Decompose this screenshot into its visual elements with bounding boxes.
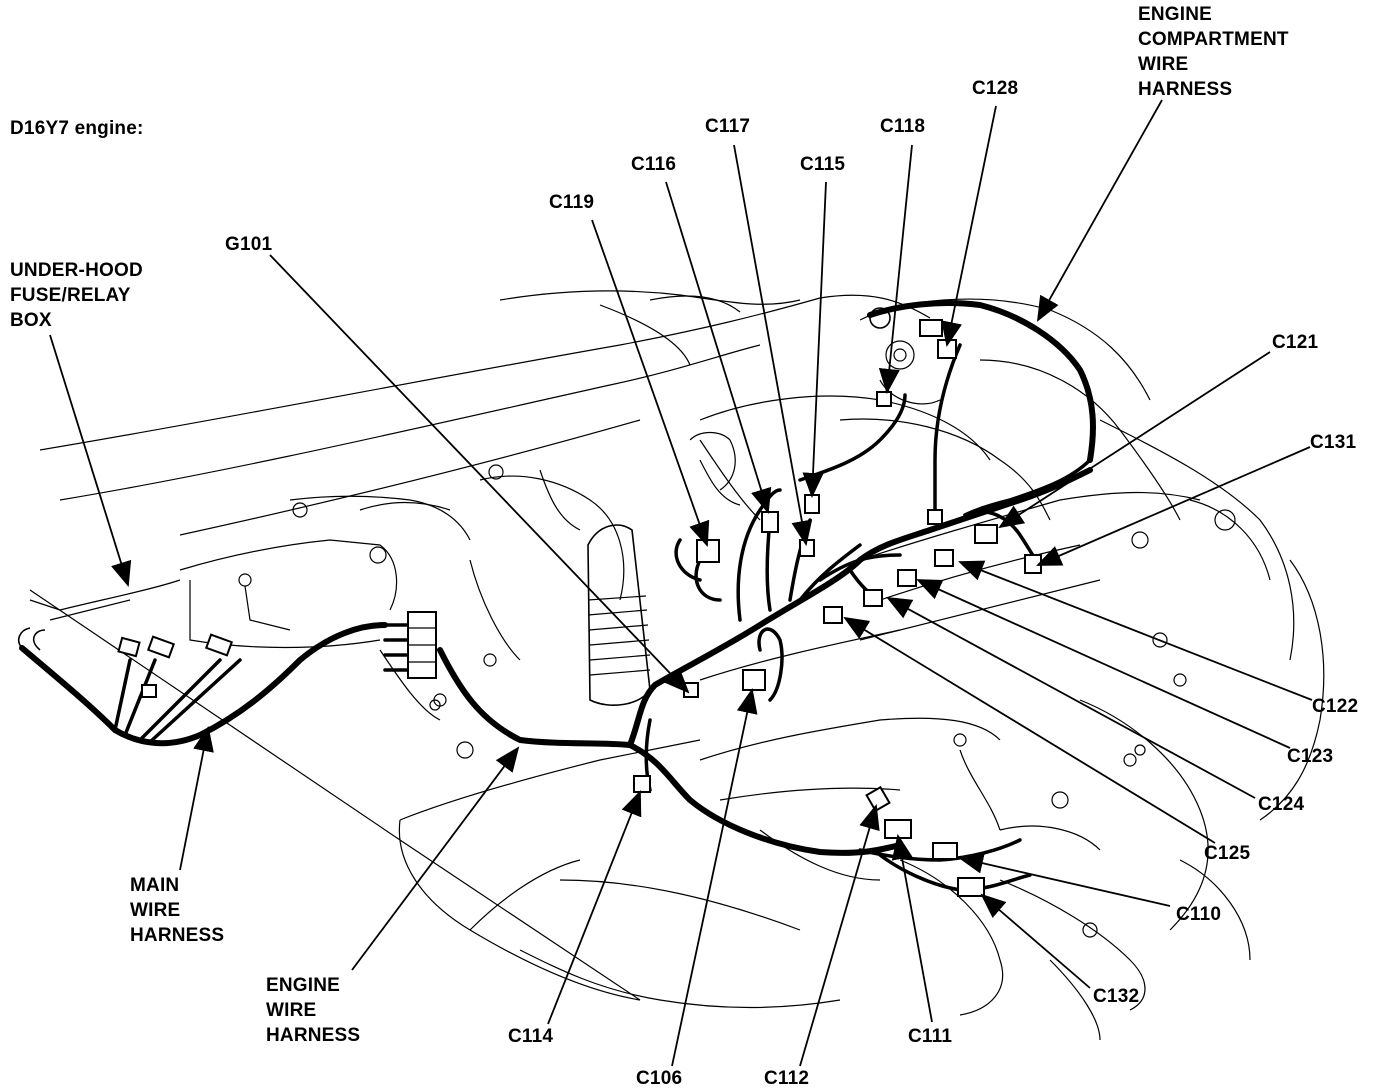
label-line: COMPARTMENT [1138, 29, 1289, 50]
label-c123: C123 [1287, 746, 1334, 767]
label-main-wire-harness: MAIN WIRE HARNESS [130, 873, 224, 948]
label-under-hood-fuse-relay-box: UNDER-HOOD FUSE/RELAY BOX [10, 258, 143, 333]
label-line: BOX [10, 310, 52, 331]
label-c110: C110 [1176, 904, 1222, 925]
label-line: FUSE/RELAY [10, 285, 131, 306]
label-line: HARNESS [130, 925, 225, 946]
leader-lines [49, 99, 1313, 1067]
label-c106: C106 [636, 1068, 683, 1089]
label-c132: C132 [1093, 986, 1140, 1007]
label-line: HARNESS [1138, 79, 1233, 100]
label-c111: C111 [908, 1026, 953, 1047]
label-c112: C112 [764, 1068, 810, 1089]
label-c118: C118 [880, 116, 926, 137]
label-c117: C117 [705, 116, 751, 137]
label-c119: C119 [549, 192, 595, 213]
label-c121: C121 [1272, 332, 1319, 353]
label-c128: C128 [972, 78, 1019, 99]
label-c114: C114 [508, 1026, 554, 1047]
label-line: UNDER-HOOD [10, 260, 143, 281]
label-line: ENGINE [1138, 4, 1213, 25]
label-line: WIRE [130, 900, 181, 921]
label-line: HARNESS [266, 1025, 361, 1046]
label-c115: C115 [800, 154, 846, 175]
engine-bay-outline [29, 290, 1325, 1041]
label-c122: C122 [1312, 696, 1359, 717]
label-engine-wire-harness: ENGINE WIRE HARNESS [266, 973, 360, 1048]
label-line: ENGINE [266, 975, 341, 996]
engine-wire-harness-path [437, 393, 1093, 892]
label-line: WIRE [1138, 54, 1189, 75]
label-c116: C116 [631, 154, 677, 175]
connector-blocks [117, 319, 1042, 897]
label-line: WIRE [266, 1000, 317, 1021]
label-g101: G101 [225, 234, 273, 255]
diagram-heading: D16Y7 engine: [10, 118, 144, 139]
label-line: MAIN [130, 875, 180, 896]
label-c124: C124 [1258, 794, 1305, 815]
label-engine-compartment-wire-harness: ENGINE COMPARTMENT WIRE HARNESS [1138, 2, 1289, 102]
label-c125: C125 [1204, 843, 1251, 864]
label-c131: C131 [1310, 432, 1357, 453]
